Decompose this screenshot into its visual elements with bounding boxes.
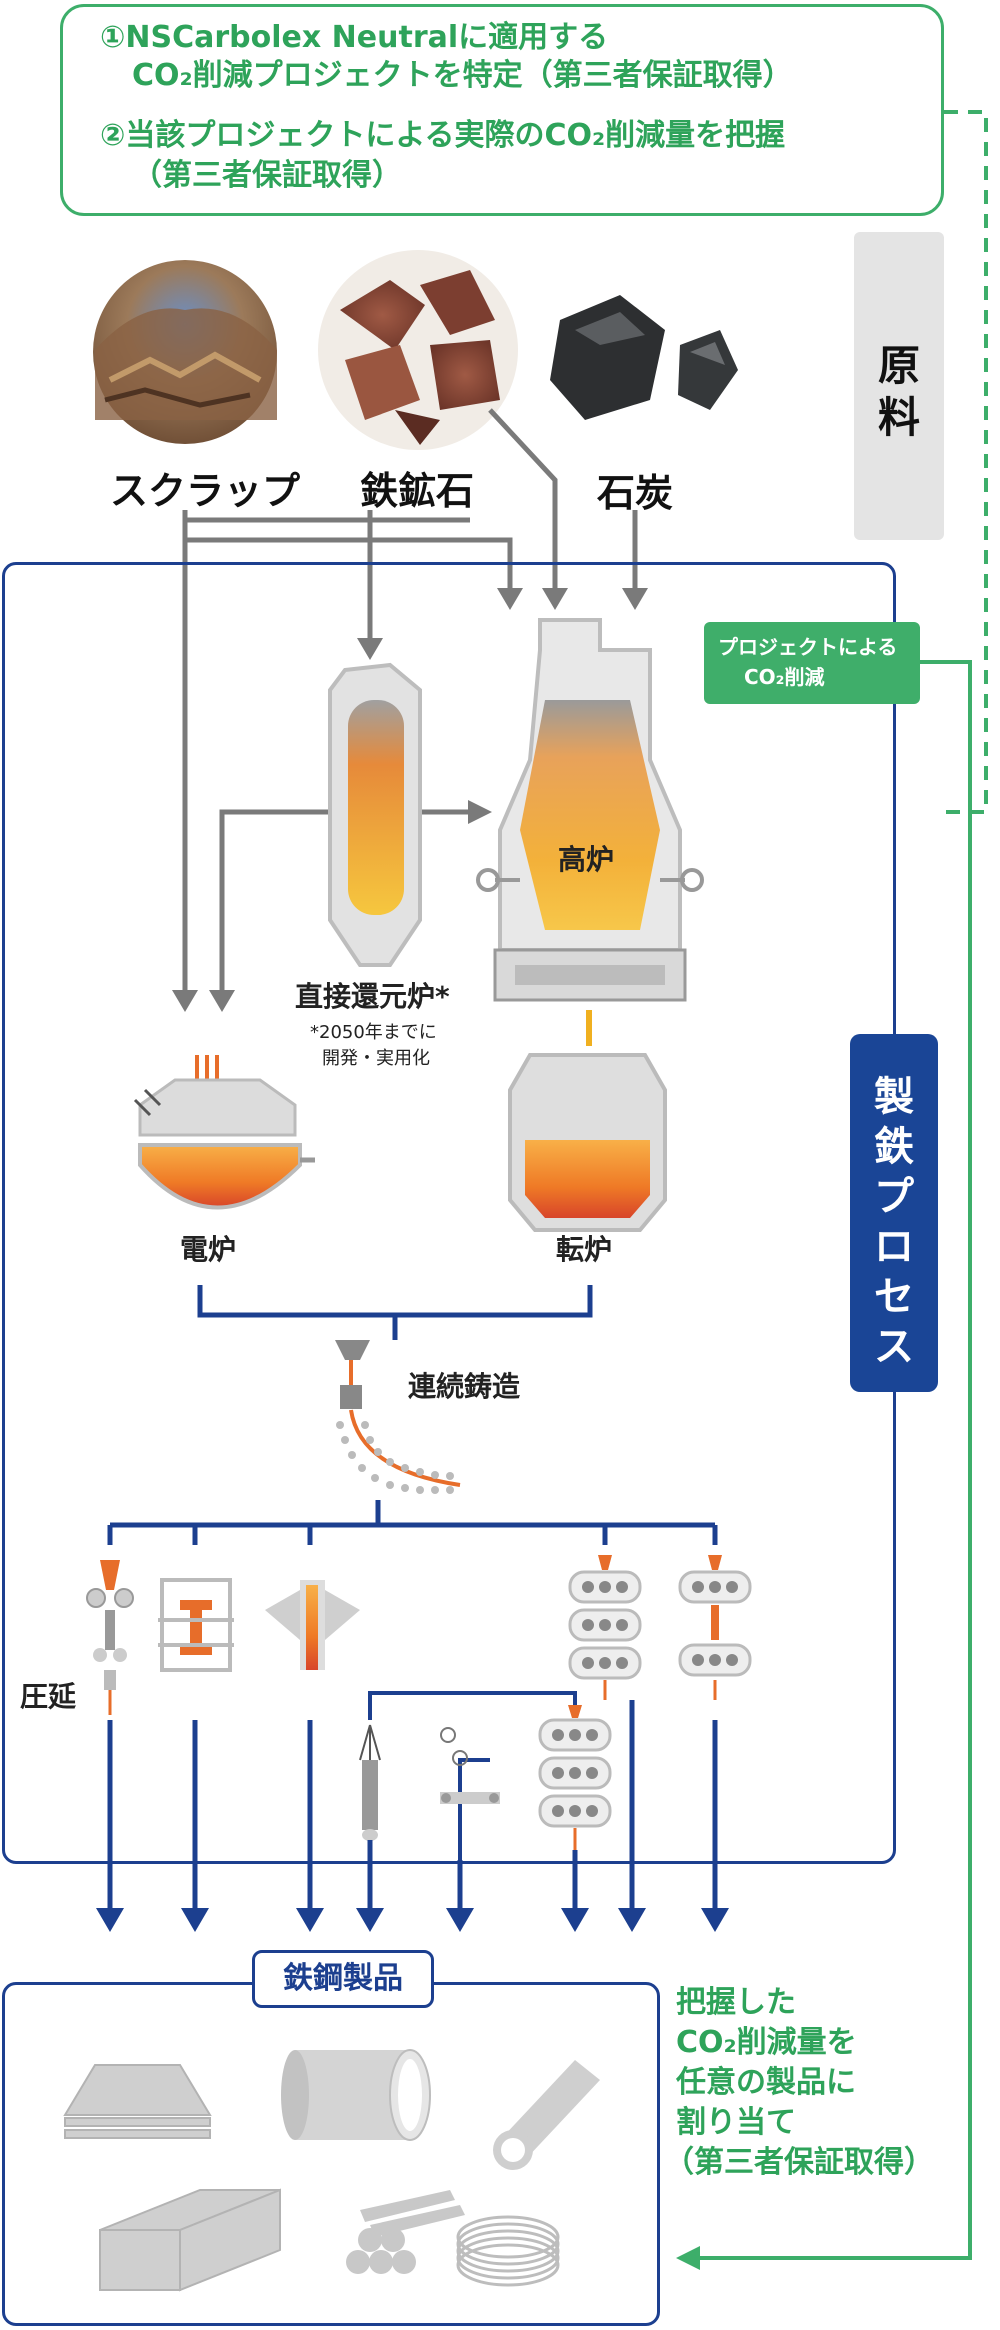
green-allocation-arrow [692, 660, 972, 2260]
raw-flow-arrows [182, 408, 638, 990]
product-bars [346, 2190, 465, 2274]
raw-side-char-1: 原 [877, 341, 920, 390]
electric-furnace-label: 電炉 [180, 1233, 237, 1266]
pipe-mill-shape [440, 1727, 500, 1804]
direct-reduction-label: 直接還元炉* [295, 980, 450, 1013]
allocation-line-1: 把握した [676, 1985, 796, 2020]
process-side-char-1: 製 [874, 1074, 914, 1120]
rolling-mill-2 [158, 1578, 234, 1672]
allocation-line-2: CO₂削減量を [676, 2025, 857, 2060]
top-line-1b: CO₂削減プロジェクトを特定（第三者保証取得） [132, 58, 793, 93]
top-line-2b: （第三者保証取得） [132, 158, 402, 193]
process-side-char-2: 鉄 [874, 1124, 914, 1170]
continuous-casting-label: 連続鋳造 [408, 1370, 521, 1403]
rolling-mill-5 [678, 1555, 752, 1700]
electric-furnace-shape [133, 1055, 315, 1210]
rolling-mill-3 [265, 1580, 360, 1670]
blast-furnace-label: 高炉 [558, 843, 615, 876]
coal-label: 石炭 [597, 471, 674, 515]
project-co2-reduction-box: プロジェクトによる CO₂削減 [704, 622, 920, 704]
rolling-mill-4 [568, 1555, 642, 1700]
rolling-mill-1 [86, 1560, 134, 1715]
reduction-box-line1: プロジェクトによる [718, 635, 898, 659]
raw-side-char-2: 料 [877, 393, 920, 442]
navy-connector-casting [197, 1285, 593, 1340]
rolling-label: 圧延 [20, 1680, 77, 1713]
coal-image [550, 295, 738, 420]
project-identification-box [60, 4, 944, 216]
allocation-line-4: 割り当て [676, 2105, 796, 2140]
green-dashed-connector [944, 110, 988, 814]
product-small-pipe [493, 2060, 600, 2170]
output-arrowheads [96, 1908, 729, 1932]
blast-furnace-shape [476, 618, 704, 1046]
scrap-label: スクラップ [110, 469, 301, 513]
process-side-char-3: プ [874, 1174, 914, 1220]
iron-ore-image [318, 250, 518, 450]
direct-reduction-note-1: *2050年までに [310, 1022, 437, 1043]
raw-materials-side-label: 原 料 [854, 232, 944, 540]
process-side-char-5: セ [874, 1274, 914, 1320]
product-large-pipe [281, 2049, 431, 2141]
output-arrows [107, 1700, 718, 1910]
scrap-image [93, 260, 277, 444]
steelmaking-process-frame [2, 562, 896, 1864]
product-h-beam [99, 2188, 281, 2292]
reduction-box-line2: CO₂削減 [744, 665, 825, 689]
steel-products-frame [2, 1982, 660, 2326]
direct-reduction-note-2: 開発・実用化 [322, 1048, 430, 1069]
allocation-line-3: 任意の製品に [676, 2065, 856, 2100]
iron-ore-label: 鉄鉱石 [360, 469, 475, 513]
green-arrowhead [676, 2246, 700, 2270]
wire-drawing-shape [359, 1724, 381, 1841]
converter-shape [508, 1053, 667, 1232]
product-steel-plates [63, 2064, 212, 2139]
process-side-char-6: ス [874, 1324, 914, 1370]
top-line-2a: ②当該プロジェクトによる実際のCO₂削減量を把握 [100, 118, 786, 153]
process-side-char-4: ロ [874, 1224, 914, 1270]
navy-distribution-bar [107, 1500, 718, 1545]
steel-products-title: 鉄鋼製品 [252, 1950, 434, 2008]
top-line-1a: ①NSCarbolex Neutralに適用する [100, 20, 609, 55]
steelmaking-process-side-label: 製 鉄 プ ロ セ ス [850, 1034, 938, 1392]
rolling-mill-6 [538, 1705, 612, 1850]
allocation-line-5: （第三者保証取得） [664, 2145, 934, 2180]
direct-reduction-furnace-shape [328, 662, 422, 967]
raw-flow-arrowheads [172, 588, 648, 1012]
continuous-casting-shape [335, 1340, 461, 1494]
product-wire-coil [456, 2215, 560, 2287]
converter-label: 転炉 [556, 1233, 613, 1266]
